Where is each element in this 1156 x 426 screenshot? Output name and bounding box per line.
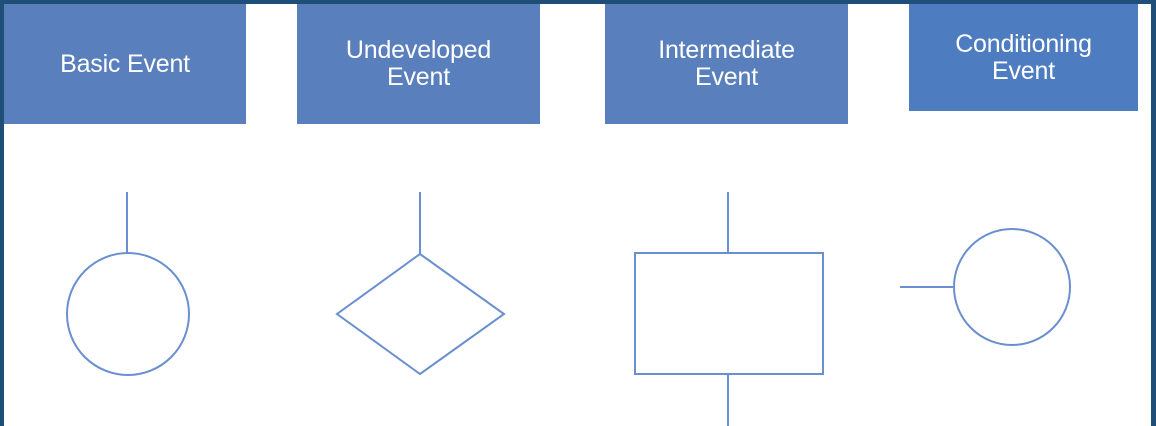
header-conditioning-event: Conditioning Event — [909, 4, 1138, 111]
conditioning-event-symbol — [900, 228, 1071, 346]
intermediate-event-symbol — [634, 192, 824, 426]
basic-event-circle — [66, 252, 190, 376]
intermediate-event-rectangle — [634, 252, 824, 375]
header-intermediate-event: Intermediate Event — [605, 4, 848, 124]
conditioning-event-circle — [953, 228, 1071, 346]
header-basic-event: Basic Event — [4, 4, 246, 124]
basic-event-symbol — [66, 192, 190, 376]
event-symbols — [66, 192, 1071, 426]
undeveloped-event-diamond — [335, 252, 506, 376]
header-undeveloped-event: Undeveloped Event — [297, 4, 540, 124]
undeveloped-event-symbol — [335, 192, 506, 376]
diagram-canvas: Basic Event Undeveloped Event Intermedia… — [4, 4, 1151, 426]
